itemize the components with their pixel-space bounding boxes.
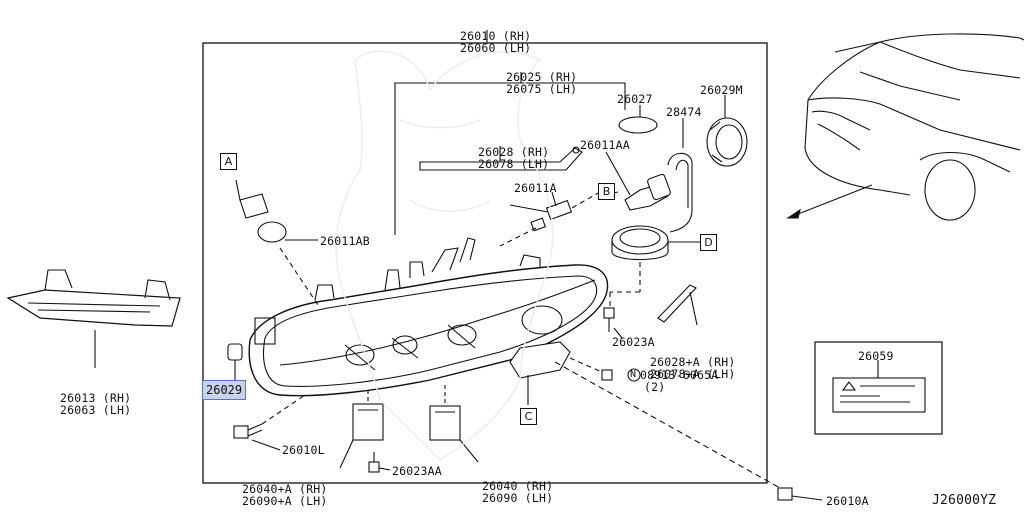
label-box-26059	[814, 341, 943, 435]
label-socket-left: 26040+A (RH)26090+A (LH)	[242, 482, 328, 508]
clip-08913	[601, 368, 641, 382]
label-26027: 26027	[617, 92, 653, 106]
label-26059: 26059	[858, 349, 894, 363]
label-socket-right: 26040 (RH)26090 (LH)	[482, 479, 554, 505]
highlighted-part-26029[interactable]: 26029	[202, 380, 247, 400]
assembly-frame	[202, 42, 768, 484]
label-08913-prefix: N	[630, 369, 637, 380]
vehicle-leader	[787, 184, 873, 219]
bolt-26010A	[777, 487, 823, 501]
label-bracket: 26013 (RH)26063 (LH)	[60, 391, 132, 417]
harness-28474	[667, 152, 693, 233]
label-strip-upper: 26028 (RH)26078 (LH)	[478, 145, 550, 171]
socket-26040	[429, 385, 461, 441]
diagram-code: J26000YZ	[932, 493, 997, 508]
callout-a: A	[220, 153, 237, 170]
socket-26040A	[352, 390, 384, 441]
grommet-26029	[227, 343, 243, 380]
bulb-26011AB	[235, 179, 318, 243]
label-assembly-top: 26010 (RH)26060 (LH)	[460, 29, 532, 55]
trim-strip-upper	[419, 147, 583, 171]
label-26011A: 26011A	[514, 181, 557, 195]
label-26029M: 26029M	[700, 83, 743, 97]
label-28474: 28474	[666, 105, 702, 119]
screw-26023AA	[368, 452, 391, 473]
gasket-26027	[618, 116, 658, 134]
label-26010L: 26010L	[282, 443, 325, 457]
caution-label-26059	[832, 377, 926, 413]
bulb-26011A	[530, 191, 573, 232]
label-strip-lower: 26028+A (RH)26078+A (LH)	[650, 355, 736, 381]
label-26023AA: 26023AA	[392, 464, 442, 478]
label-26023A: 26023A	[612, 335, 655, 349]
vehicle-sketch	[804, 33, 1024, 221]
label-housing: 26025 (RH)26075 (LH)	[506, 70, 578, 96]
label-26011AB: 26011AB	[320, 234, 370, 248]
cap-26029M	[706, 95, 748, 167]
bracket-26013	[6, 269, 181, 368]
socket-ring	[611, 225, 700, 260]
label-08913: 08913-6065A	[640, 368, 719, 382]
label-26010A: 26010A	[826, 494, 869, 508]
label-26011AA: 26011AA	[580, 138, 630, 152]
screw-26023A	[603, 307, 623, 339]
callout-c: C	[520, 408, 537, 425]
watermark-logo	[335, 50, 554, 461]
callout-b: B	[598, 183, 615, 200]
bolt-26010L	[233, 423, 281, 451]
headlamp-body	[248, 237, 609, 397]
label-08913-qty: (2)	[644, 380, 666, 394]
bulb-26011AA	[605, 151, 671, 211]
callout-d: D	[700, 234, 717, 251]
trim-strip-lower	[657, 284, 697, 323]
